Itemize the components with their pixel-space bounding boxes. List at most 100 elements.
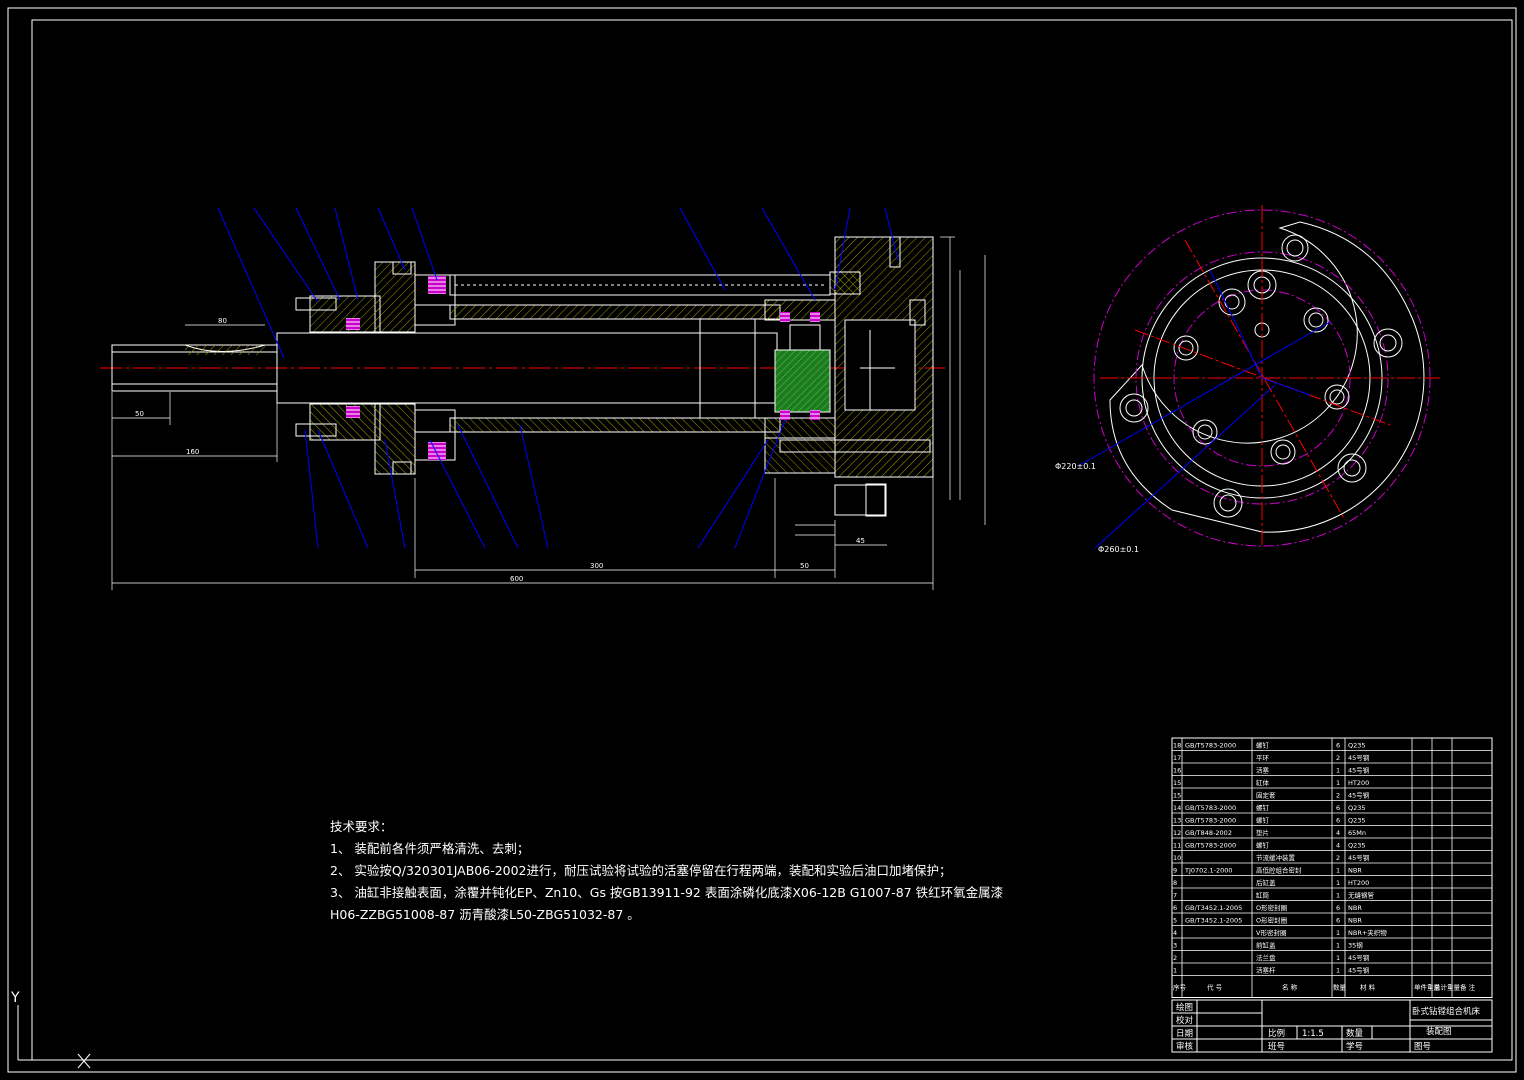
parts-cell-qty: 1 [1336, 954, 1340, 962]
parts-cell-code: GB/T3452.1-2005 [1185, 904, 1242, 912]
parts-header-qty: 数量 [1333, 983, 1347, 992]
parts-cell-mat: 45号钢 [1348, 954, 1370, 962]
parts-cell-mat: 35钢 [1348, 942, 1363, 950]
parts-cell-code: GB/T848-2002 [1185, 829, 1232, 837]
parts-cell-mat: 65Mn [1348, 829, 1366, 837]
piston-rear-cover [764, 236, 934, 517]
parts-cell-mat: Q235 [1348, 817, 1366, 825]
parts-cell-mat: HT200 [1348, 779, 1369, 787]
cylinder-section-view: 80 50 160 300 50 600 45 [100, 207, 986, 590]
parts-cell-mat: NBR [1348, 867, 1362, 875]
parts-cell-name: 活塞杆 [1256, 966, 1276, 975]
parts-cell-mat: HT200 [1348, 879, 1369, 887]
parts-cell-mat: 45号钢 [1348, 854, 1370, 862]
parts-cell-qty: 1 [1336, 967, 1340, 975]
parts-cell-name: 平环 [1256, 754, 1270, 762]
cylinder-barrel [415, 274, 831, 433]
parts-cell-mat: 45号钢 [1348, 792, 1370, 800]
parts-cell-no: 5 [1173, 917, 1177, 925]
dim-160: 160 [186, 448, 199, 456]
parts-cell-no: 18 [1173, 742, 1181, 750]
qty-label: 数量 [1346, 1028, 1364, 1039]
review-label: 审核 [1176, 1041, 1194, 1052]
parts-cell-no: 17 [1173, 754, 1181, 762]
dim-600: 600 [510, 575, 523, 583]
parts-cell-mat: NBR+夹织物 [1348, 928, 1387, 937]
parts-cell-name: O形密封圈 [1256, 916, 1287, 925]
parts-header-name: 名 称 [1282, 983, 1298, 992]
dimension-texts: 80 50 160 300 50 600 45 [135, 317, 865, 583]
leader-lines [217, 207, 899, 549]
parts-cell-code: TJ0702.1-2000 [1184, 867, 1233, 875]
parts-cell-name: 缸体 [1256, 778, 1270, 787]
dim-dia-260: Φ260±0.1 [1098, 545, 1139, 554]
parts-cell-no: 7 [1173, 892, 1177, 900]
parts-cell-code: GB/T3452.1-2005 [1185, 917, 1242, 925]
parts-cell-mat: 无缝钢管 [1348, 891, 1375, 900]
parts-cell-no: 1 [1173, 967, 1177, 975]
tech-item-1: 1、 装配前各件须严格清洗、去刺； [330, 841, 530, 856]
piston-rod [111, 332, 778, 404]
parts-cell-qty: 6 [1336, 742, 1340, 750]
dim-50b: 50 [800, 562, 809, 570]
ucs-y-label: Y [10, 990, 20, 1006]
parts-cell-mat: Q235 [1348, 804, 1366, 812]
parts-cell-no: 8 [1173, 879, 1177, 887]
parts-cell-no: 16 [1173, 767, 1181, 775]
parts-cell-qty: 6 [1336, 817, 1340, 825]
parts-cell-name: 节流缓冲装置 [1256, 853, 1296, 862]
parts-cell-mat: NBR [1348, 917, 1362, 925]
parts-cell-name: 螺钉 [1256, 803, 1270, 812]
parts-cell-name: V形密封圈 [1256, 928, 1286, 937]
parts-cell-mat: NBR [1348, 904, 1362, 912]
dim-dia-220: Φ220±0.1 [1055, 462, 1096, 471]
parts-cell-name: 螺钉 [1256, 741, 1270, 750]
parts-cell-qty: 1 [1336, 879, 1340, 887]
parts-cell-mat: Q235 [1348, 842, 1366, 850]
parts-cell-code: GB/T5783-2000 [1185, 817, 1236, 825]
parts-cell-qty: 1 [1336, 779, 1340, 787]
parts-cell-qty: 1 [1336, 942, 1340, 950]
parts-cell-name: 缸筒 [1256, 891, 1270, 900]
parts-cell-no: 12 [1173, 829, 1181, 837]
parts-cell-name: 活塞 [1256, 766, 1270, 775]
dwgno-label: 图号 [1414, 1042, 1431, 1052]
inner-frame [31, 19, 1513, 1061]
outer-frame [7, 7, 1517, 1073]
parts-cell-name: 螺钉 [1256, 841, 1270, 850]
parts-cell-no: 3 [1173, 942, 1177, 950]
parts-header-unit_wt: 单件重量 [1414, 983, 1441, 992]
class-label: 班号 [1268, 1041, 1285, 1052]
parts-cell-no: 15 [1173, 779, 1181, 787]
parts-header-material: 材 料 [1360, 983, 1376, 992]
parts-header-total_wt: 总计重量 [1434, 983, 1461, 992]
parts-cell-qty: 6 [1336, 917, 1340, 925]
parts-cell-name: 法兰盘 [1256, 953, 1276, 962]
parts-cell-no: 13 [1173, 817, 1181, 825]
parts-cell-code: GB/T5783-2000 [1185, 842, 1236, 850]
parts-cell-qty: 6 [1336, 904, 1340, 912]
parts-header-remark: 备 注 [1460, 983, 1476, 992]
parts-cell-no: 4 [1173, 929, 1177, 937]
parts-cell-no: 15 [1173, 792, 1181, 800]
parts-cell-no: 11 [1173, 842, 1181, 850]
tech-heading: 技术要求： [330, 819, 393, 834]
dim-300: 300 [590, 562, 603, 570]
ucs-icon [17, 1005, 91, 1069]
parts-cell-qty: 4 [1336, 829, 1340, 837]
parts-cell-no: 6 [1173, 904, 1177, 912]
parts-cell-qty: 1 [1336, 867, 1340, 875]
scale-label: 比例 [1268, 1028, 1285, 1039]
dim-80: 80 [218, 317, 227, 325]
machine-name: 卧式钻镗组合机床 [1412, 1006, 1481, 1017]
parts-header-seq: 序号 [1173, 983, 1187, 992]
drawing-name: 装配图 [1426, 1026, 1452, 1037]
student-label: 学号 [1346, 1041, 1363, 1052]
parts-cell-no: 2 [1173, 954, 1177, 962]
tech-item-3: 3、 油缸非接触表面，涂覆并钝化EP、Zn10、Gs 按GB13911-92 表… [330, 885, 1004, 900]
parts-cell-mat: 45号钢 [1348, 967, 1370, 975]
scale-value: 1:1.5 [1302, 1029, 1324, 1039]
parts-cell-mat: 45号钢 [1348, 767, 1370, 775]
